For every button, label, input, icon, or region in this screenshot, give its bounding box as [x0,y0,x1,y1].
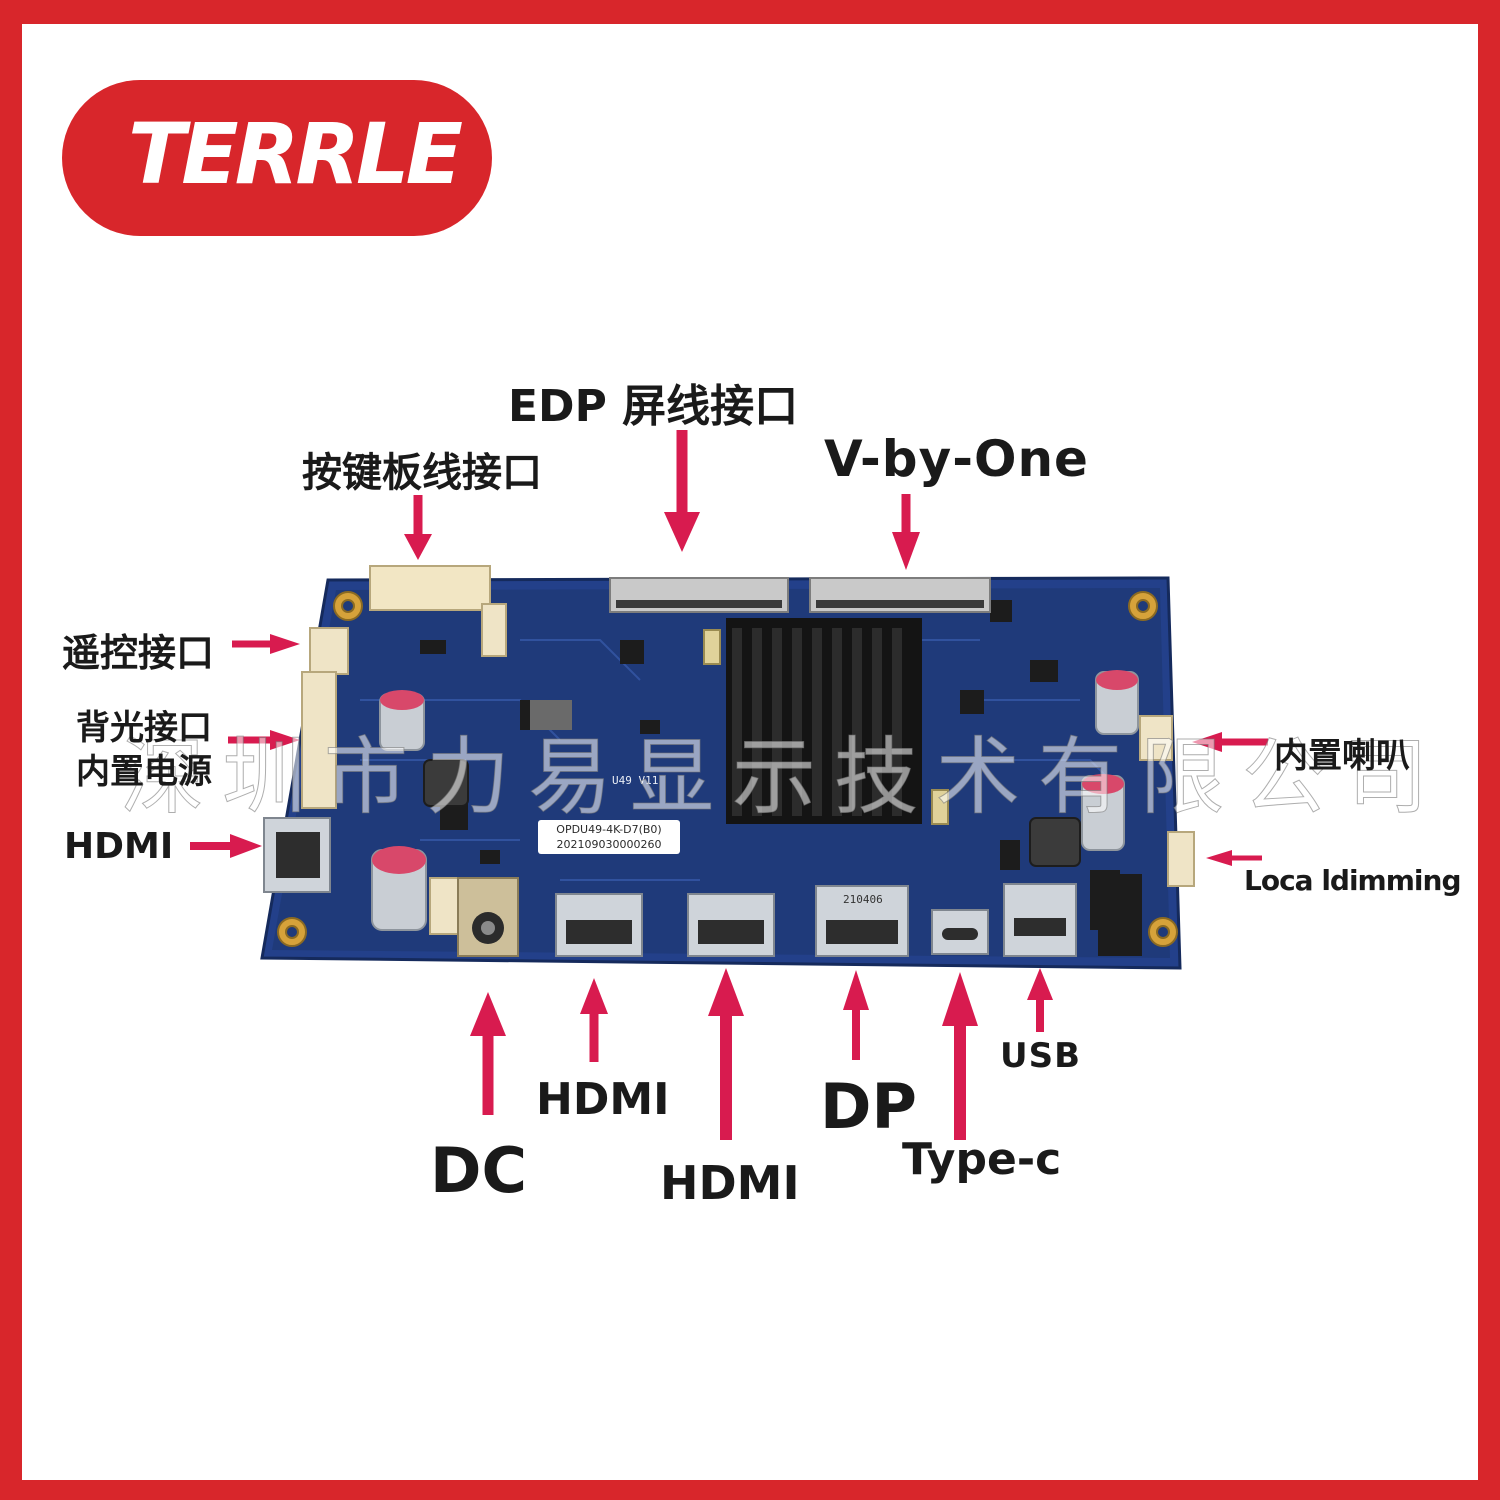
board-serial-label: 202109030000260 [556,838,662,851]
label-usb: USB [1000,1036,1082,1076]
board-model-label: OPDU49-4K-D7(B0) [556,823,662,836]
label-keypad: 按键板线接口 [302,450,542,496]
label-vbyone: V-by-One [824,430,1089,488]
label-power: 内置电源 [76,752,212,792]
label-dp: DP [820,1070,917,1143]
label-local-dimming: Loca ldimming [1244,864,1461,897]
logo-badge [62,80,492,236]
label-backlight: 背光接口 [76,708,212,748]
label-hdmi-1: HDMI [536,1074,670,1125]
label-remote: 遥控接口 [62,631,215,675]
label-hdmi-left: HDMI [64,826,174,867]
label-speaker: 内置喇叭 [1274,736,1410,776]
port-stamp: 210406 [843,893,883,906]
label-edp: EDP 屏线接口 [508,381,799,432]
logo: TERRLE [128,105,463,203]
company-watermark: 深圳市力易显示技术有限公司 [119,728,1447,827]
board-version-label: U49 V11 [612,774,659,787]
label-dc: DC [430,1134,527,1207]
label-type-c: Type-c [902,1134,1062,1185]
board-model-sticker: OPDU49-4K-D7(B0) 202109030000260 [538,820,680,854]
label-hdmi-2: HDMI [660,1156,800,1210]
